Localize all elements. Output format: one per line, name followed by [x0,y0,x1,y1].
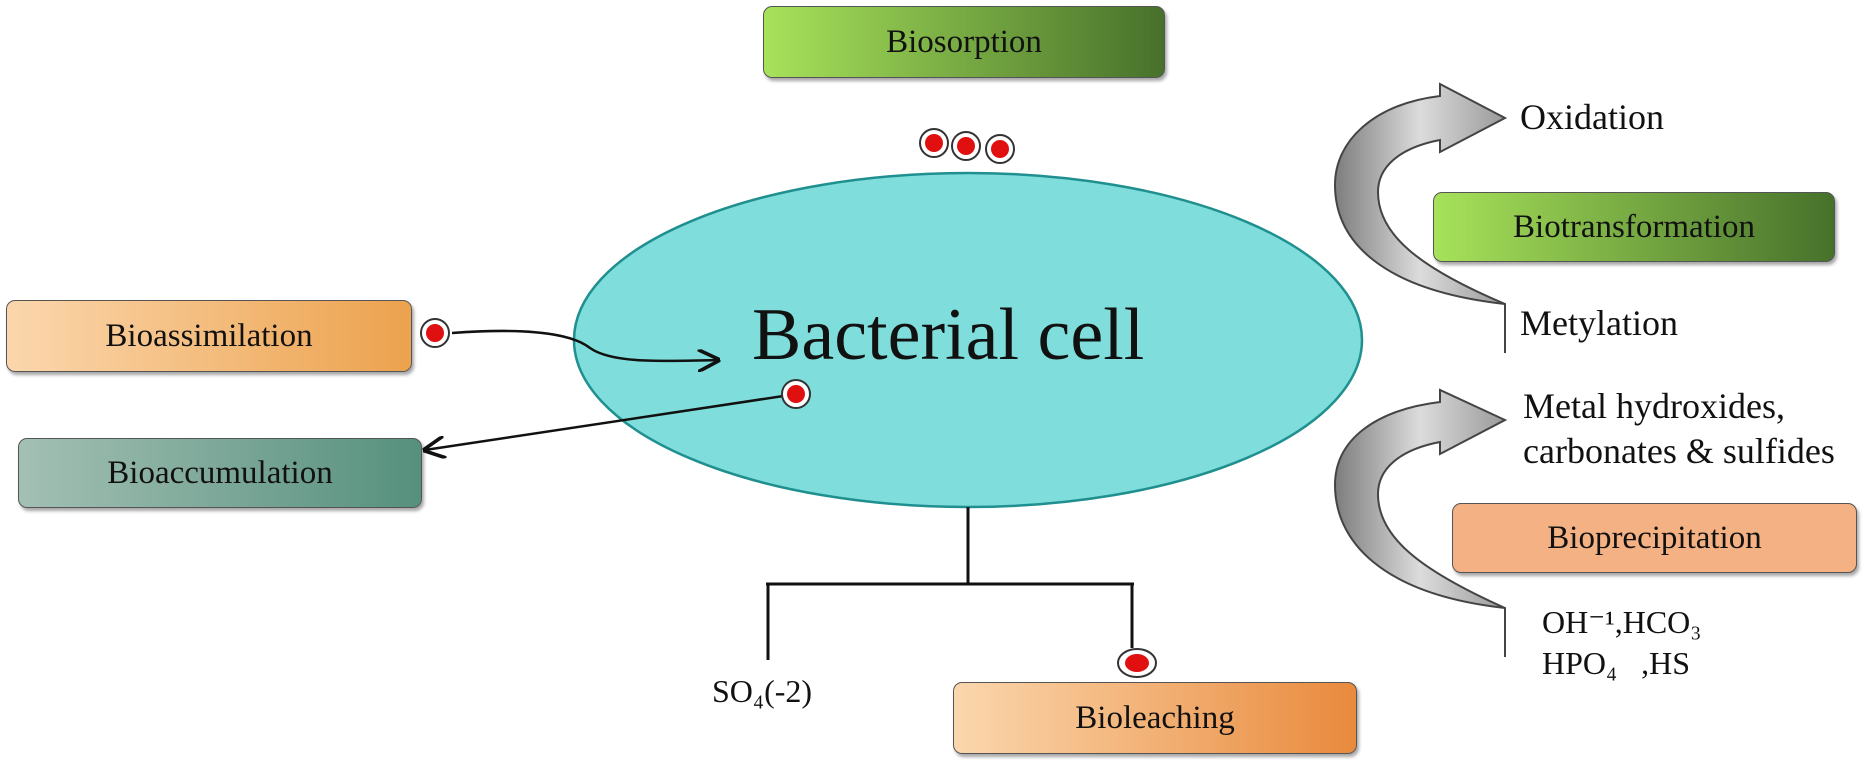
precipitate-inputs-line2: HPO₄ ,HS [1542,645,1691,681]
bioprecipitation-box: Bioprecipitation [1452,503,1857,573]
bioprecipitation-curved-arrow [1333,388,1508,657]
oxidation-label: Oxidation [1520,97,1664,137]
precipitate-products-line2: carbonates & sulfides [1523,431,1835,471]
bioaccumulation-box: Bioaccumulation [18,438,422,508]
biosorption-metal-ions [919,128,1015,164]
precipitate-products-line1: Metal hydroxides, [1523,386,1785,426]
bioleaching-branch-lines [766,507,1134,660]
bioaccumulation-label: Bioaccumulation [107,454,333,491]
bioassimilation-arrow [451,329,718,361]
bioleaching-box: Bioleaching [953,682,1357,754]
biosorption-label: Biosorption [886,23,1042,60]
bioassimilation-label: Bioassimilation [105,317,313,354]
sulfate-label: SO₄(-2) [712,673,813,709]
bioassimilation-metal-ion [420,318,450,348]
bioleaching-label: Bioleaching [1075,699,1235,736]
bioassimilation-box: Bioassimilation [6,300,412,372]
bioaccumulation-metal-ion [781,379,811,409]
bioprecipitation-label: Bioprecipitation [1547,519,1762,556]
biotransformation-curved-arrow [1333,82,1508,353]
biotransformation-box: Biotransformation [1433,192,1835,262]
precipitate-inputs-line1: OH⁻¹,HCO₃ [1542,604,1702,640]
bioaccumulation-arrow [425,393,791,450]
biotransformation-label: Biotransformation [1513,208,1755,245]
biosorption-box: Biosorption [763,6,1165,78]
bacterial-cell-label: Bacterial cell [752,294,1145,376]
metylation-label: Metylation [1520,303,1678,343]
bioleaching-metal-ion [1117,648,1157,678]
